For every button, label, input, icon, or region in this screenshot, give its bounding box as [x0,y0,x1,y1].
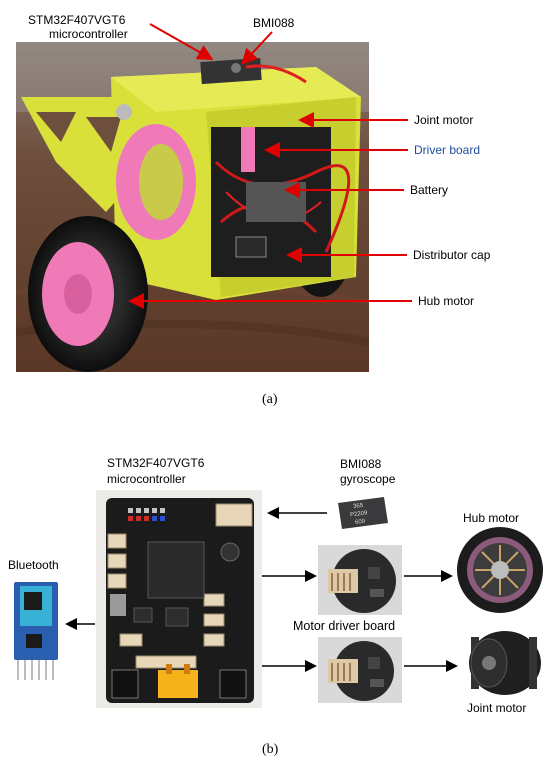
mcu-board-photo [96,490,262,708]
mcu-board-drawing [96,490,262,708]
svg-text:P2209: P2209 [350,510,369,518]
bluetooth-module-photo [8,578,62,684]
a-imu-label: BMI088 [253,16,295,30]
b-bluetooth-label: Bluetooth [8,558,59,572]
hub-motor-drawing [455,525,545,615]
robot-photo-drawing [16,42,369,372]
a-driver-board-label: Driver board [414,143,481,157]
b-mcu-sub-label: microcontroller [107,472,186,486]
a-joint-motor-label: Joint motor [414,113,474,127]
hub-motor-photo [455,525,545,615]
b-motor-driver-board-label: Motor driver board [293,619,396,633]
b-imu-sub-label: gyroscope [340,472,396,486]
bluetooth-module-drawing [8,578,62,684]
svg-text:365: 365 [353,503,364,510]
a-hub-motor-label: Hub motor [418,294,475,308]
a-mcu-label: STM32F407VGT6 [28,13,126,27]
bmi088-chip-photo: 365 P2209 609 [332,493,392,533]
robot-photo [16,42,369,372]
b-mcu-label: STM32F407VGT6 [107,456,205,470]
b-joint-motor-label: Joint motor [467,701,527,715]
joint-motor-photo [459,625,543,697]
bmi088-chip-drawing: 365 P2209 609 [332,493,392,533]
driver-board-bottom-drawing [318,637,402,703]
caption-b: (b) [262,742,279,757]
a-battery-label: Battery [410,183,449,197]
a-distributor-cap-label: Distributor cap [413,248,491,262]
driver-board-top-drawing [318,545,402,615]
joint-motor-drawing [459,625,543,697]
driver-board-photo-bottom [318,637,402,703]
a-mcu-sub-label: microcontroller [49,27,128,41]
svg-text:609: 609 [355,519,366,526]
driver-board-photo-top [318,545,402,615]
caption-a: (a) [262,392,278,407]
b-imu-label: BMI088 [340,457,382,471]
b-hub-motor-label: Hub motor [463,511,520,525]
